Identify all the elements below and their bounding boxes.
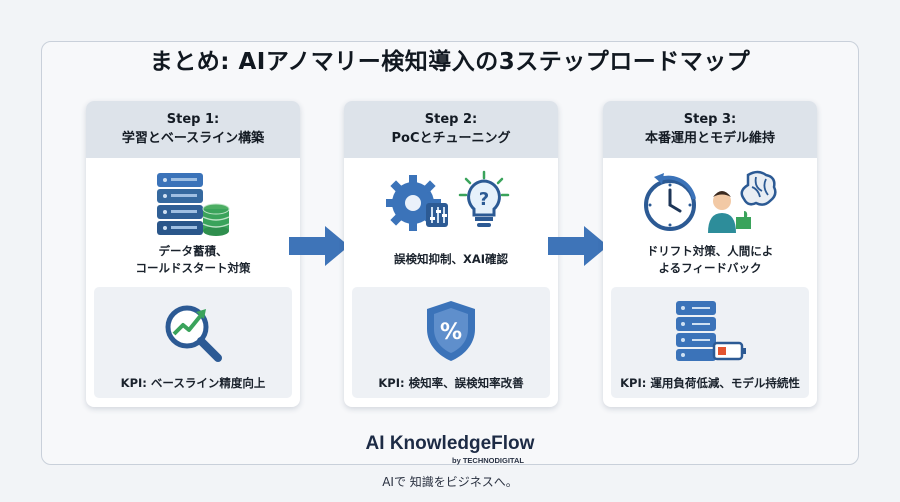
server-battery-icon [611, 299, 809, 363]
brand-tagline: AIで 知識をビジネスへ。 [382, 475, 518, 489]
description-line: ドリフト対策、人間によ [646, 244, 774, 258]
clock-human-brain-icon [603, 167, 817, 239]
description-line: コールドスタート対策 [135, 261, 251, 276]
kpi-label: KPI: 検知率、誤検知率改善 [378, 376, 524, 390]
kpi-panel: KPI: ベースライン精度向上 [94, 287, 292, 398]
step-name: 本番運用とモデル維持 [644, 130, 775, 146]
brand-name: AI KnowledgeFlow [365, 433, 535, 454]
magnifier-trend-icon [94, 299, 292, 363]
description-line: 誤検知抑制、XAI確認 [393, 252, 509, 266]
step-name: 学習とベースライン構築 [121, 130, 265, 146]
step-name: PoCとチューニング [391, 130, 511, 146]
right-arrow-icon [289, 226, 349, 266]
kpi-label: KPI: ベースライン精度向上 [120, 376, 266, 390]
svg-text:?: ? [479, 189, 489, 210]
kpi-panel: % KPI: 検知率、誤検知率改善 [352, 287, 550, 398]
step-card-3: Step 3: 本番運用とモデル維持 ドリフト対策、人間によ よるフィードバック [603, 101, 817, 407]
step-label: Step 1: [166, 111, 220, 127]
step-card-header: Step 1: 学習とベースライン構築 [86, 101, 300, 158]
percent-shield-icon: % [352, 299, 550, 363]
step-label: Step 2: [424, 111, 478, 127]
description-line: よるフィードバック [658, 261, 762, 276]
page-title: まとめ: AIアノマリー検知導入の3ステップロードマップ [149, 49, 751, 75]
description-line: データ蓄積、 [158, 244, 228, 258]
svg-text:%: % [440, 320, 462, 345]
kpi-panel: KPI: 運用負荷低減、モデル持続性 [611, 287, 809, 398]
step-card-1: Step 1: 学習とベースライン構築 [86, 101, 300, 407]
database-stack-icon [86, 167, 300, 239]
step-description: ドリフト対策、人間によ よるフィードバック [603, 243, 817, 278]
step-description: 誤検知抑制、XAI確認 [344, 251, 558, 268]
step-card-header: Step 2: PoCとチューニング [344, 101, 558, 158]
step-card-header: Step 3: 本番運用とモデル維持 [603, 101, 817, 158]
step-description: データ蓄積、 コールドスタート対策 [86, 243, 300, 278]
step-card-2: Step 2: PoCとチューニング [344, 101, 558, 407]
brand-byline: by TECHNODIGITAL [452, 456, 524, 465]
gears-lightbulb-icon: ? [344, 167, 558, 239]
kpi-label: KPI: 運用負荷低減、モデル持続性 [620, 376, 800, 390]
step-label: Step 3: [683, 111, 737, 127]
right-arrow-icon [548, 226, 608, 266]
